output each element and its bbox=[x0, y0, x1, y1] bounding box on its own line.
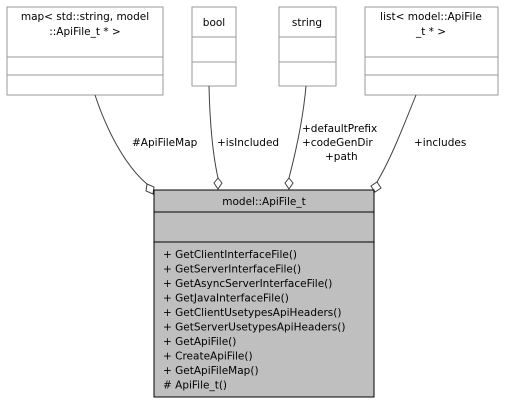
edge-label-string-1: +codeGenDir bbox=[302, 137, 373, 149]
class-box-main-methods bbox=[153, 241, 375, 398]
class-box-bool[interactable]: bool bbox=[191, 6, 237, 87]
method-item: + GetJavaInterfaceFile() bbox=[163, 293, 289, 305]
class-box-string-attributes bbox=[278, 36, 337, 63]
edge-label-string-0: +defaultPrefix bbox=[302, 123, 377, 135]
class-box-string-title: string bbox=[292, 17, 322, 29]
class-box-bool-methods bbox=[191, 61, 237, 87]
edge-bool-to-main bbox=[208, 85, 219, 179]
aggregation-diamond-bool bbox=[213, 177, 223, 190]
edge-map-to-main bbox=[94, 94, 148, 185]
class-box-list-title-line-2: _t * > bbox=[415, 26, 446, 38]
method-item: + GetClientUsetypesApiHeaders() bbox=[163, 307, 341, 319]
class-box-list-title-line-1: list< model::ApiFile bbox=[380, 11, 482, 23]
class-box-map-header bbox=[6, 6, 164, 58]
method-item: + GetApiFile() bbox=[163, 336, 236, 348]
edge-list-to-main bbox=[376, 94, 417, 183]
class-box-main-attributes bbox=[153, 211, 375, 243]
class-box-list-header bbox=[364, 6, 499, 58]
method-item: + GetApiFileMap() bbox=[163, 365, 259, 377]
edge-string-to-main bbox=[288, 85, 307, 179]
class-box-list-attributes bbox=[364, 56, 499, 76]
class-box-main-method-list: + GetClientInterfaceFile() + GetServerInt… bbox=[163, 249, 345, 392]
method-item: + GetServerInterfaceFile() bbox=[163, 264, 301, 276]
class-box-bool-header bbox=[191, 6, 237, 38]
class-box-bool-title: bool bbox=[203, 17, 225, 29]
edge-label-map-0: #ApiFileMap bbox=[132, 137, 198, 149]
aggregation-diamond-string bbox=[284, 177, 294, 190]
method-item: + GetClientInterfaceFile() bbox=[163, 249, 297, 261]
class-box-string-methods bbox=[278, 61, 337, 87]
edge-label-string-2: +path bbox=[325, 151, 358, 163]
method-item: # ApiFile_t() bbox=[163, 380, 227, 392]
edge-label-list-0: +includes bbox=[414, 137, 466, 149]
class-box-map[interactable]: map< std::string, model ::ApiFile_t * > bbox=[6, 6, 164, 96]
method-item: + GetAsyncServerInterfaceFile() bbox=[163, 278, 332, 290]
class-box-map-title-line-1: map< std::string, model bbox=[21, 11, 149, 23]
class-box-list[interactable]: list< model::ApiFile _t * > bbox=[364, 6, 499, 96]
class-box-list-methods bbox=[364, 74, 499, 96]
method-item: + CreateApiFile() bbox=[163, 351, 253, 363]
class-box-string[interactable]: string bbox=[278, 6, 337, 87]
method-item: + GetServerUsetypesApiHeaders() bbox=[163, 322, 345, 334]
edge-label-bool-0: +isIncluded bbox=[217, 137, 279, 149]
class-box-main-title: model::ApiFile_t bbox=[222, 196, 305, 208]
class-box-map-attributes bbox=[6, 56, 164, 76]
class-box-map-methods bbox=[6, 74, 164, 96]
class-box-map-title-line-2: ::ApiFile_t * > bbox=[49, 26, 121, 38]
aggregation-diamond-map bbox=[145, 183, 155, 195]
class-box-bool-attributes bbox=[191, 36, 237, 63]
class-box-main[interactable]: model::ApiFile_t + GetClientInterfaceFil… bbox=[153, 189, 375, 398]
